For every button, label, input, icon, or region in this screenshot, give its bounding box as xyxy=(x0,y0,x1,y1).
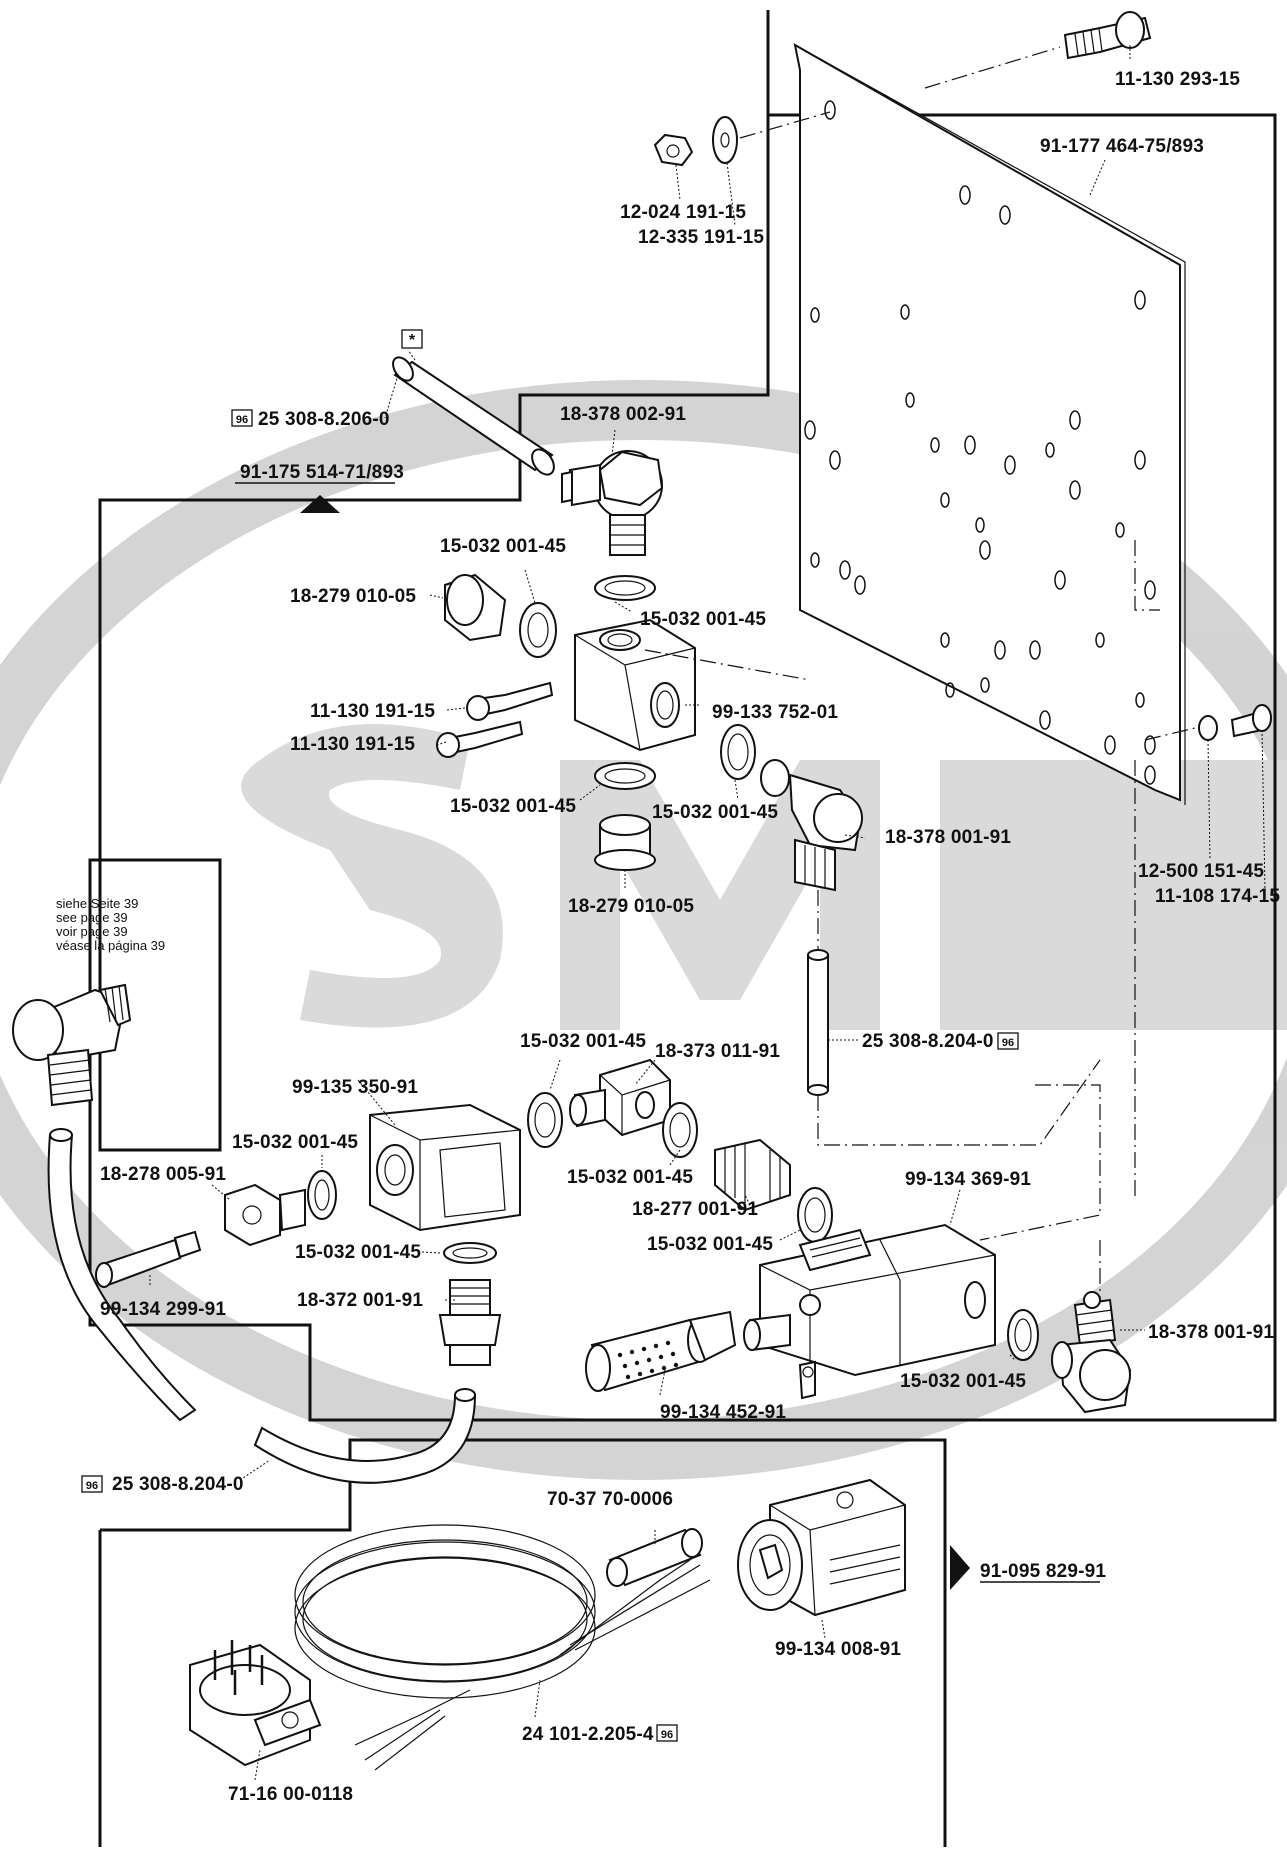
elbow-mid xyxy=(760,759,863,892)
angle-fitting xyxy=(569,1058,671,1137)
seal-valve-main xyxy=(797,1187,833,1243)
tee-fitting-reference xyxy=(12,983,132,1107)
label-seal-j: 15-032 001-45 xyxy=(900,1371,1026,1392)
label-muffler-fitting: 18-278 005-91 xyxy=(100,1164,226,1185)
label-screw-2: 11-130 191-15 xyxy=(290,734,415,755)
label-sleeve: 70-37 70-0006 xyxy=(547,1489,673,1510)
sleeve xyxy=(606,1528,703,1587)
label-elbow-top: 18-378 002-91 xyxy=(560,404,686,425)
tube-mid xyxy=(807,949,829,1096)
seal-right xyxy=(1007,1309,1039,1361)
cable-coil xyxy=(294,1524,711,1771)
label-seal-e: 15-032 001-45 xyxy=(520,1031,646,1052)
nut-washer xyxy=(653,111,831,167)
straight-fitting xyxy=(438,1279,502,1366)
note-line-fr: voir page 39 xyxy=(56,924,128,939)
label-seal-i: 15-032 001-45 xyxy=(295,1242,421,1263)
plug-bottom xyxy=(594,814,656,871)
elbow-top xyxy=(561,450,664,556)
note-line-de: siehe Seite 39 xyxy=(56,896,138,911)
valve-left xyxy=(369,1103,521,1232)
seal-below-valve xyxy=(443,1242,497,1264)
symbol-boxes: * 96 96 96 96 xyxy=(81,329,1019,1742)
note-line-en: see page 39 xyxy=(56,910,128,925)
star-symbol: * xyxy=(409,332,416,349)
label-fitting-straight: 18-372 001-91 xyxy=(297,1290,423,1311)
label-valve-left: 99-135 350-91 xyxy=(292,1077,418,1098)
label-tube-mid: 25 308-8.204-0 xyxy=(862,1031,994,1052)
box96-symbol-2: 96 xyxy=(1002,1037,1014,1049)
seal-fitting xyxy=(527,1092,563,1148)
label-bottom-assembly: 91-095 829-91 xyxy=(980,1561,1106,1582)
label-washer-right: 12-500 151-45 xyxy=(1138,861,1264,882)
label-nut: 12-024 191-15 xyxy=(620,202,746,223)
label-seal-b: 15-032 001-45 xyxy=(640,609,766,630)
label-valve-main: 99-134 369-91 xyxy=(905,1169,1031,1190)
label-plug-left: 18-279 010-05 xyxy=(290,586,416,607)
silencer-large xyxy=(585,1310,737,1392)
connector xyxy=(189,1640,322,1767)
elbow-bottom xyxy=(1051,1291,1132,1414)
label-screw-right: 11-108 174-15 xyxy=(1155,886,1280,907)
tube-bottom xyxy=(253,1388,477,1484)
leader-lines xyxy=(149,45,1266,1781)
label-seal-c: 15-032 001-45 xyxy=(450,796,576,817)
label-seal-f: 15-032 001-45 xyxy=(232,1132,358,1153)
seal-above-block xyxy=(594,575,656,601)
seal-valve-left xyxy=(307,1170,337,1220)
label-block: 99-133 752-01 xyxy=(712,702,838,723)
label-connector: 71-16 00-0118 xyxy=(228,1784,353,1805)
label-top-assembly: 91-175 514-71/893 xyxy=(240,462,404,483)
label-silencer-small: 99-134 299-91 xyxy=(100,1299,226,1320)
label-cable: 24 101-2.205-4 xyxy=(522,1724,654,1745)
muffler-fitting xyxy=(224,1183,306,1247)
note-line-es: véase la página 39 xyxy=(56,938,165,953)
label-angle-fitting: 18-373 011-91 xyxy=(655,1041,780,1062)
mounting-plate xyxy=(793,43,1186,805)
label-nipple: 18-277 001-91 xyxy=(632,1199,758,1220)
tube-top xyxy=(392,356,555,476)
label-washer: 12-335 191-15 xyxy=(638,227,764,248)
hose-left xyxy=(47,1128,197,1422)
seals-below-block xyxy=(594,724,756,790)
label-plug-bottom: 18-279 010-05 xyxy=(568,896,694,917)
label-screw-1: 11-130 191-15 xyxy=(310,701,435,722)
screw-top xyxy=(1063,11,1152,60)
label-elbow-bottom: 18-378 001-91 xyxy=(1148,1322,1274,1343)
box96-symbol-4: 96 xyxy=(661,1729,673,1741)
label-seal-g: 15-032 001-45 xyxy=(567,1167,693,1188)
label-seal-h: 15-032 001-45 xyxy=(647,1234,773,1255)
label-seal-d: 15-032 001-45 xyxy=(652,802,778,823)
label-coil-plug: 99-134 008-91 xyxy=(775,1639,901,1660)
reference-note: siehe Seite 39 see page 39 voir page 39 … xyxy=(56,896,165,953)
label-elbow-mid: 18-378 001-91 xyxy=(885,827,1011,848)
label-tube-bottom: 25 308-8.204-0 xyxy=(112,1474,244,1495)
nipple xyxy=(714,1138,791,1212)
label-silencer-large: 99-134 452-91 xyxy=(660,1402,786,1423)
screws-left xyxy=(436,681,554,758)
valve-main xyxy=(743,1223,996,1400)
part-labels: 11-130 293-15 91-177 464-75/893 12-024 1… xyxy=(100,69,1280,1805)
label-screw-top: 11-130 293-15 xyxy=(1115,69,1240,90)
silencer-small xyxy=(95,1230,202,1288)
box96-symbol-1: 96 xyxy=(236,414,248,426)
reference-arrows xyxy=(235,482,1100,1590)
seal-mid xyxy=(662,1102,698,1158)
label-plate: 91-177 464-75/893 xyxy=(1040,136,1204,157)
valve-block xyxy=(574,618,696,752)
label-seal-a: 15-032 001-45 xyxy=(440,536,566,557)
label-tube-top: 25 308-8.206-0 xyxy=(258,409,390,430)
coil-plug xyxy=(737,1478,906,1617)
plug-left xyxy=(444,573,557,658)
box96-symbol-3: 96 xyxy=(86,1480,98,1492)
